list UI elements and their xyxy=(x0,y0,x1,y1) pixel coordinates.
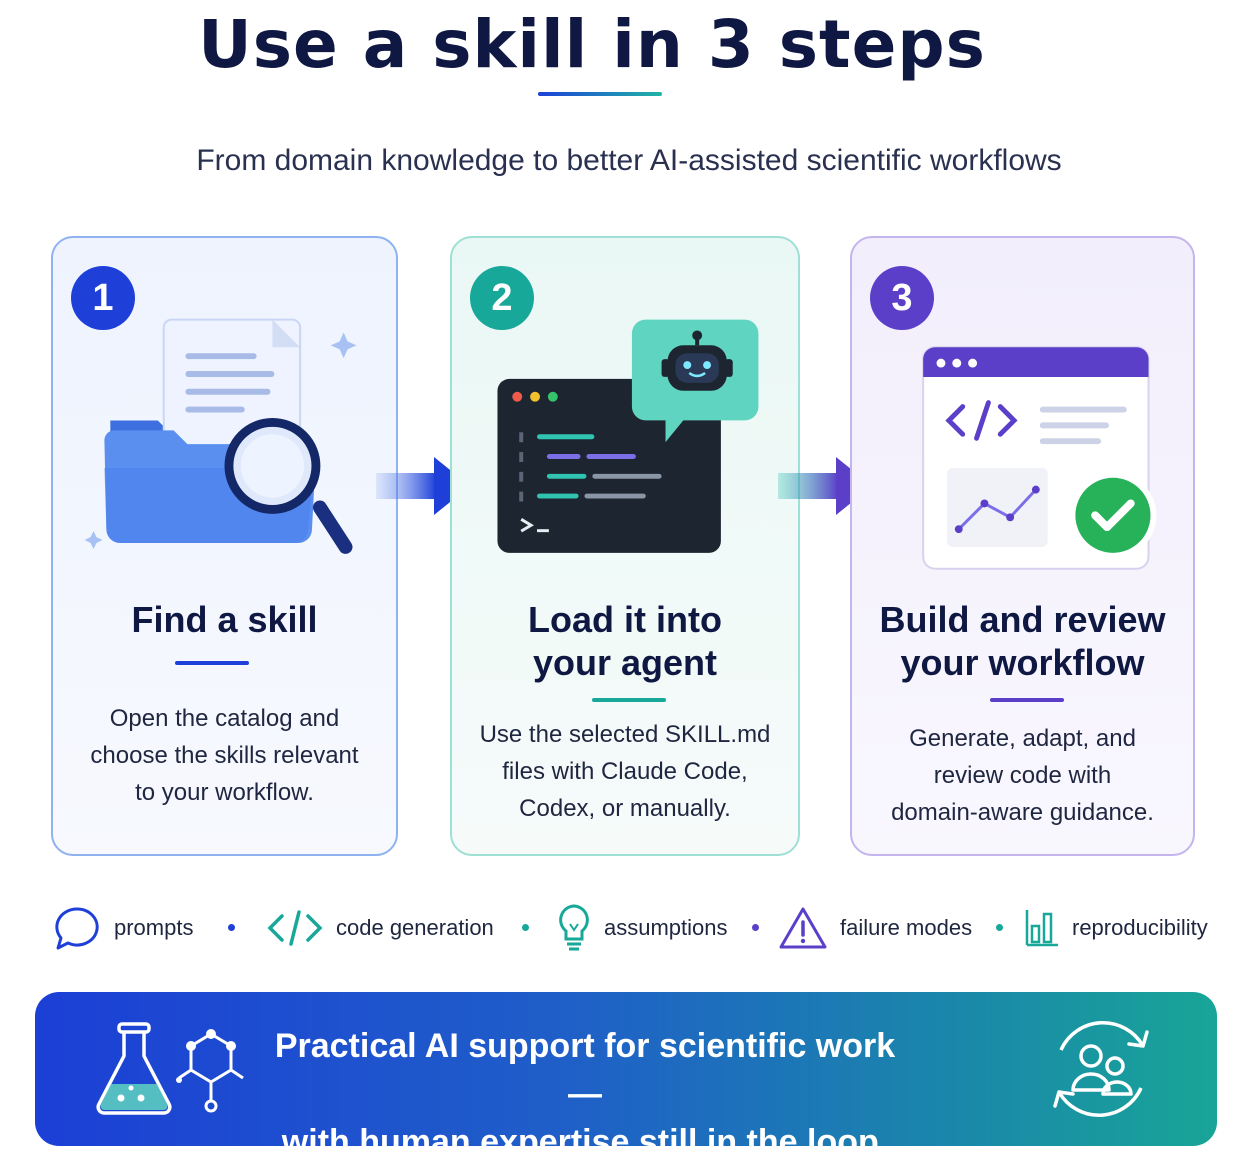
flask-icon xyxy=(96,1022,172,1115)
step-card-1: 1 Find a skill Open the catalog and choo… xyxy=(51,236,398,856)
tag-label: prompts xyxy=(114,915,194,940)
step-card-3: 3 Build and review your workflow Generat… xyxy=(850,236,1195,856)
lightbulb-icon xyxy=(559,904,589,951)
step-description: Use the selected SKILL.md files with Cla… xyxy=(479,721,771,822)
step-number-badge: 2 xyxy=(470,266,534,330)
step-title: Load it into your agent xyxy=(528,599,722,683)
step-description: Open the catalog and choose the skills r… xyxy=(90,705,359,806)
separator-dot xyxy=(752,924,759,931)
code-brackets-icon xyxy=(267,910,323,946)
separator-dot xyxy=(228,924,235,931)
bar-chart-icon xyxy=(1025,910,1058,947)
step-card-2: 2 Load it into your agent Use the s xyxy=(450,236,800,856)
tag-code-generation: code generation xyxy=(266,898,494,958)
page-subtitle: From domain knowledge to better AI-assis… xyxy=(196,144,1062,177)
topic-tags: prompts code generation assumptions fail… xyxy=(0,898,1254,958)
people-cycle-icon xyxy=(1053,1021,1149,1117)
tag-assumptions: assumptions xyxy=(556,898,728,958)
step-title: Build and review your workflow xyxy=(879,599,1166,683)
tag-failure-modes: failure modes xyxy=(778,898,972,958)
page-title: Use a skill in 3 steps xyxy=(198,6,986,83)
separator-dot xyxy=(996,924,1003,931)
terminal-robot-icon xyxy=(497,319,759,553)
tag-label: failure modes xyxy=(840,915,973,940)
step-title-rule xyxy=(990,698,1064,702)
tag-label: reproducibility xyxy=(1072,915,1208,940)
step-title-rule xyxy=(175,661,249,665)
folder-search-icon xyxy=(84,318,357,554)
tag-label: assumptions xyxy=(604,915,728,940)
step-number-badge: 1 xyxy=(71,266,135,330)
step-number-badge: 3 xyxy=(870,266,934,330)
speech-bubble-icon xyxy=(55,907,99,950)
step-title: Find a skill xyxy=(131,599,318,640)
footer-banner: Practical AI support for scientific work… xyxy=(35,992,1217,1161)
title-underline xyxy=(538,92,662,96)
tag-reproducibility: reproducibility xyxy=(1024,898,1208,958)
step-description: Generate, adapt, and review code with do… xyxy=(891,725,1154,826)
separator-dot xyxy=(522,924,529,931)
step-title-rule xyxy=(592,698,666,702)
tag-label: code generation xyxy=(336,915,494,940)
banner-message: Practical AI support for scientific work… xyxy=(274,1027,896,1161)
tag-prompts: prompts xyxy=(52,898,193,958)
warning-triangle-icon xyxy=(779,907,827,949)
molecule-icon xyxy=(176,1029,244,1113)
code-chart-check-icon xyxy=(922,346,1157,570)
